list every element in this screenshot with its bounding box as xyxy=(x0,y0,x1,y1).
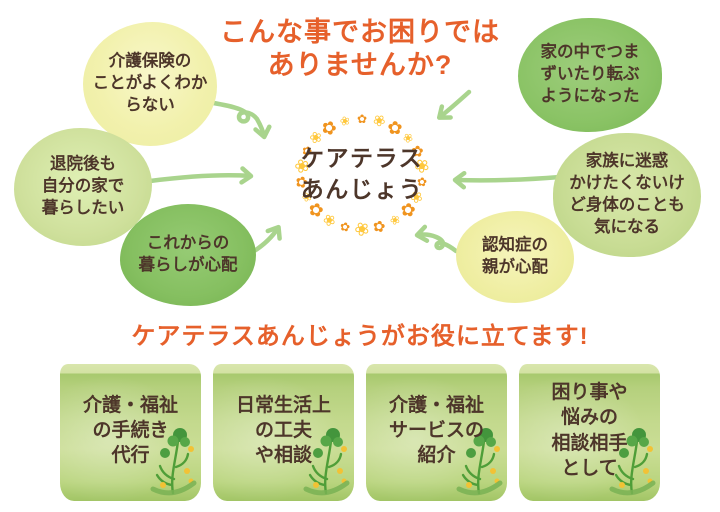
bubble-future-life: これからの 暮らしが心配 xyxy=(120,204,256,306)
bubble-care-insurance: 介護保険の ことがよくわか らない xyxy=(83,22,217,146)
flower-icon: ✿ xyxy=(383,117,407,138)
flower-icon: ❀ xyxy=(387,211,403,229)
flower-icon: ✿ xyxy=(337,221,353,233)
arrow-from-discharge-icon xyxy=(147,166,254,185)
bubble-discharge-home: 退院後も 自分の家で 暮らしたい xyxy=(14,128,152,246)
flower-icon: ❀ xyxy=(349,216,375,242)
center-title: ケアテラス あんじょう xyxy=(300,145,424,202)
benefits-heading: ケアテラスあんじょうがお役に立てます! xyxy=(131,323,589,350)
arrow-from-falling-icon xyxy=(436,89,472,120)
card-consultation-partner: 困り事や 悩みの 相談相手 として xyxy=(519,364,660,501)
card-text: 介護・福祉 の手続き 代行 xyxy=(82,394,178,467)
arrow-from-dementia-icon xyxy=(414,224,459,254)
card-text: 介護・福祉 サービスの 紹介 xyxy=(388,394,484,467)
arrow-from-family-burden-icon xyxy=(452,170,563,190)
flower-icon: ✿ xyxy=(318,115,340,140)
card-procedure-agency: 介護・福祉 の手続き 代行 xyxy=(60,364,201,501)
service-cards: 介護・福祉 の手続き 代行 日常生活上 の工夫 や相談 介護・福祉 サービスの … xyxy=(0,364,720,501)
card-text: 困り事や 悩みの 相談相手 として xyxy=(551,381,628,479)
card-service-introduction: 介護・福祉 サービスの 紹介 xyxy=(366,364,507,501)
card-daily-life-tips: 日常生活上 の工夫 や相談 xyxy=(213,364,354,501)
flower-icon: ❀ xyxy=(369,110,390,132)
flower-icon: ✿ xyxy=(371,217,387,237)
bubble-family-burden: 家族に迷惑 かけたくないけ ど身体のことも 気になる xyxy=(553,133,701,257)
flower-icon: ❀ xyxy=(336,113,354,130)
flower-icon: ❀ xyxy=(318,210,340,231)
main-heading: こんな事でお困りでは ありませんか? xyxy=(220,17,500,80)
card-text: 日常生活上 の工夫 や相談 xyxy=(235,394,331,467)
flower-icon: ✿ xyxy=(356,112,368,126)
bubble-falling-at-home: 家の中でつま ずいたり転ぶ ようになった xyxy=(518,18,662,132)
bubble-dementia-parent: 認知症の 親が心配 xyxy=(456,211,574,303)
